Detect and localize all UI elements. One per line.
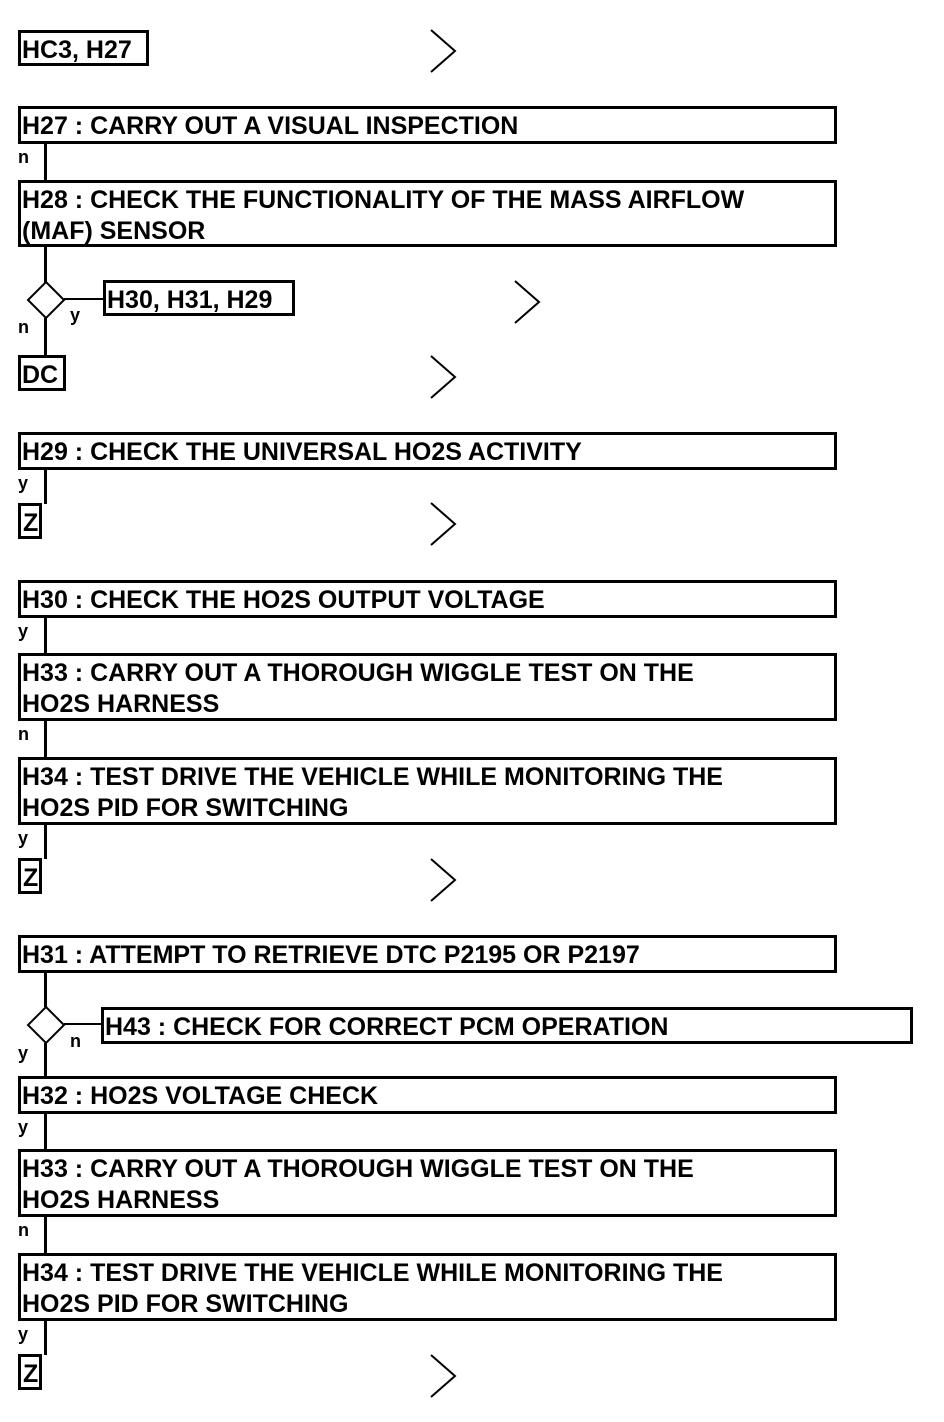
connector-line [44,1217,47,1253]
decision-diamond [26,280,66,320]
branch-label-y: y [18,473,29,493]
node-h30[interactable]: H30 : CHECK THE HO2S OUTPUT VOLTAGE [18,580,837,618]
branch-label-y: y [18,1043,29,1063]
node-h29[interactable]: H29 : CHECK THE UNIVERSAL HO2S ACTIVITY [18,432,837,470]
node-z[interactable]: Z [18,1354,42,1390]
node-hc3-h27[interactable]: HC3, H27 [18,30,149,66]
branch-label-n: n [18,724,29,744]
connector-line [64,298,104,300]
node-h28[interactable]: H28 : CHECK THE FUNCTIONALITY OF THE MAS… [18,180,837,247]
chevron-right-icon[interactable] [428,1353,458,1399]
node-h31[interactable]: H31 : ATTEMPT TO RETRIEVE DTC P2195 OR P… [18,935,837,973]
node-h32[interactable]: H32 : HO2S VOLTAGE CHECK [18,1076,837,1114]
connector-line [44,825,47,859]
chevron-right-icon[interactable] [428,28,458,74]
node-z[interactable]: Z [18,503,42,539]
branch-label-y: y [18,828,29,848]
node-h33[interactable]: H33 : CARRY OUT A THOROUGH WIGGLE TEST O… [18,1149,837,1217]
connector-line [44,318,47,355]
node-dc[interactable]: DC [18,355,66,391]
node-h27[interactable]: H27 : CARRY OUT A VISUAL INSPECTION [18,106,837,144]
connector-line [44,721,47,757]
branch-label-y: y [70,305,81,325]
decision-diamond [26,1005,66,1045]
connector-line [44,144,47,180]
connector-line [44,618,47,654]
node-z[interactable]: Z [18,858,42,894]
node-h43[interactable]: H43 : CHECK FOR CORRECT PCM OPERATION [101,1007,913,1044]
chevron-right-icon[interactable] [428,354,458,400]
connector-line [44,247,47,283]
branch-label-n: n [18,1220,29,1240]
node-h34[interactable]: H34 : TEST DRIVE THE VEHICLE WHILE MONIT… [18,1253,837,1321]
connector-line [44,1043,47,1077]
node-h30-h31-h29[interactable]: H30, H31, H29 [103,280,295,316]
branch-label-y: y [18,621,29,641]
chevron-right-icon[interactable] [428,501,458,547]
chevron-right-icon[interactable] [512,279,542,325]
connector-line [44,973,47,1007]
branch-label-y: y [18,1324,29,1344]
branch-label-y: y [18,1117,29,1137]
node-h34[interactable]: H34 : TEST DRIVE THE VEHICLE WHILE MONIT… [18,757,837,825]
branch-label-n: n [70,1031,81,1051]
connector-line [44,1321,47,1355]
branch-label-n: n [18,317,29,337]
branch-label-n: n [18,147,29,167]
node-h33[interactable]: H33 : CARRY OUT A THOROUGH WIGGLE TEST O… [18,653,837,721]
connector-line [64,1023,102,1025]
connector-line [44,470,47,504]
chevron-right-icon[interactable] [428,857,458,903]
connector-line [44,1114,47,1150]
